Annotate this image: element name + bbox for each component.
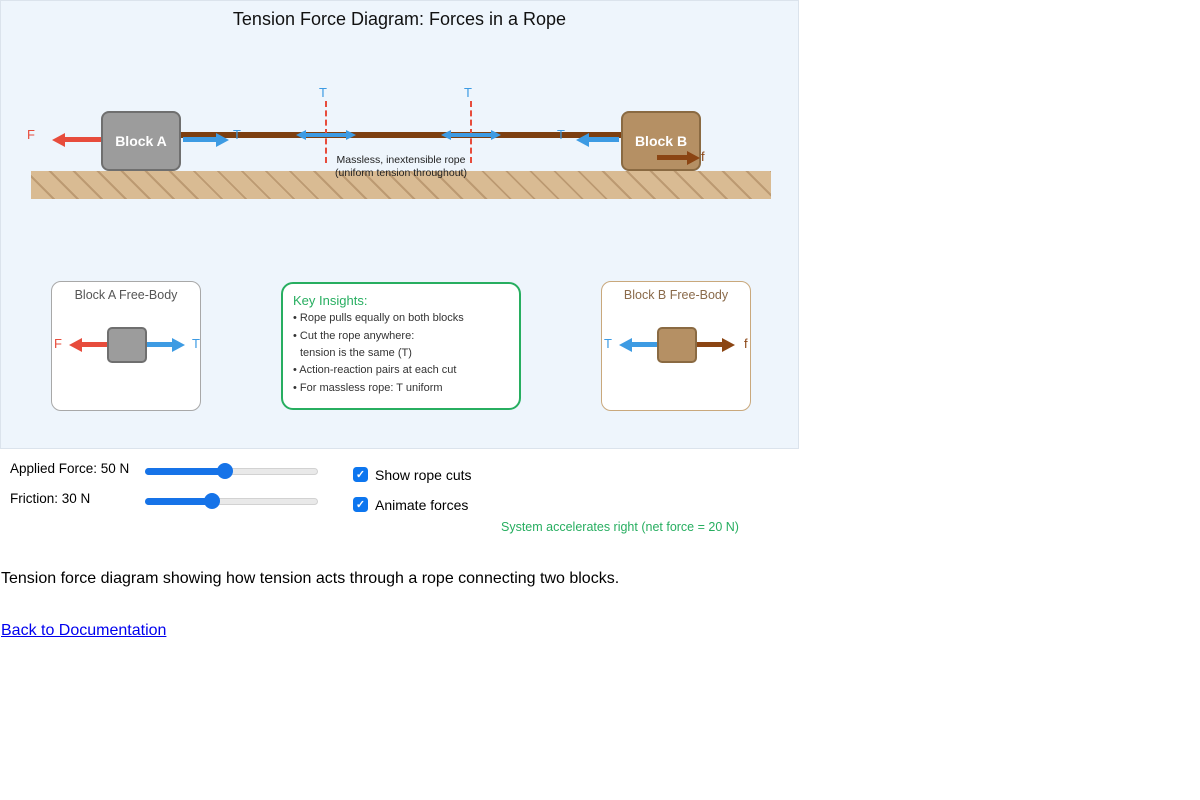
friction-label-block-b: f	[701, 149, 705, 164]
rope-cut-line-1	[325, 101, 327, 163]
freebody-b-friction-arrow	[697, 342, 722, 347]
tension-label-block-a: T	[233, 127, 241, 142]
applied-force-slider[interactable]	[145, 463, 318, 480]
applied-force-slider-fill	[145, 468, 225, 475]
applied-force-slider-label: Applied Force: 50 N	[10, 461, 130, 476]
insight-item: • Action-reaction pairs at each cut	[293, 364, 457, 376]
friction-slider-label: Friction: 30 N	[10, 491, 91, 506]
key-insights-panel: Key Insights: • Rope pulls equally on bo…	[281, 282, 521, 410]
cut-1-tension-label: T	[319, 85, 327, 100]
net-force-status: System accelerates right (net force = 20…	[501, 520, 739, 534]
rope	[179, 132, 623, 138]
rope-annotation-line-2: (uniform tension throughout)	[335, 167, 467, 179]
applied-force-arrow	[65, 137, 101, 142]
animate-forces-checkbox[interactable]: ✓	[353, 497, 368, 512]
freebody-a-panel: Block A Free-Body F T	[51, 281, 201, 411]
freebody-a-tension-arrow	[147, 342, 172, 347]
freebody-a-tension-label: T	[192, 336, 200, 351]
cut-2-left-tension-arrow	[451, 133, 471, 137]
freebody-a-block	[107, 327, 147, 363]
tension-arrow-block-a	[183, 137, 216, 142]
freebody-a-title: Block A Free-Body	[74, 288, 178, 302]
key-insights-title: Key Insights:	[293, 293, 368, 308]
check-icon: ✓	[355, 499, 366, 511]
cut-2-tension-label: T	[464, 85, 472, 100]
insight-item: tension is the same (T)	[300, 347, 412, 359]
insight-item: • For massless rope: T uniform	[293, 382, 443, 394]
rope-annotation-line-1: Massless, inextensible rope	[336, 154, 466, 166]
freebody-b-friction-label: f	[744, 336, 748, 351]
cut-1-right-tension-arrow	[326, 133, 346, 137]
ground-surface	[31, 171, 771, 199]
freebody-a-applied-arrow	[82, 342, 107, 347]
freebody-b-title: Block B Free-Body	[623, 288, 729, 302]
rope-annotation: Massless, inextensible rope (uniform ten…	[301, 154, 501, 180]
figure-caption: Tension force diagram showing how tensio…	[1, 570, 620, 587]
tension-arrow-block-b	[589, 137, 619, 142]
tension-label-block-b: T	[557, 127, 565, 142]
freebody-b-tension-label: T	[604, 336, 612, 351]
insight-item: • Rope pulls equally on both blocks	[293, 312, 464, 324]
block-a: Block A	[101, 111, 181, 171]
freebody-b-block	[657, 327, 697, 363]
applied-force-label: F	[27, 127, 35, 142]
freebody-a-applied-label: F	[54, 336, 62, 351]
animate-forces-label[interactable]: Animate forces	[375, 497, 469, 513]
freebody-b-panel: Block B Free-Body T f	[601, 281, 751, 411]
check-icon: ✓	[355, 469, 366, 481]
friction-arrow-block-b	[657, 155, 687, 160]
freebody-b-tension-arrow	[632, 342, 657, 347]
rope-cut-line-2	[470, 101, 472, 163]
show-rope-cuts-checkbox[interactable]: ✓	[353, 467, 368, 482]
cut-1-left-tension-arrow	[306, 133, 326, 137]
block-b-label: Block B	[634, 133, 688, 149]
friction-slider[interactable]	[145, 493, 318, 510]
friction-slider-fill	[145, 498, 213, 505]
block-a-label: Block A	[115, 133, 167, 149]
cut-2-right-tension-arrow	[471, 133, 491, 137]
diagram-title: Tension Force Diagram: Forces in a Rope	[232, 9, 567, 29]
back-to-documentation-link[interactable]: Back to Documentation	[1, 622, 167, 639]
insight-item: • Cut the rope anywhere:	[293, 330, 415, 342]
friction-slider-thumb[interactable]	[204, 493, 221, 509]
applied-force-slider-thumb[interactable]	[216, 463, 233, 479]
show-rope-cuts-label[interactable]: Show rope cuts	[375, 467, 472, 483]
simulation-canvas: Tension Force Diagram: Forces in a Rope …	[0, 0, 799, 449]
